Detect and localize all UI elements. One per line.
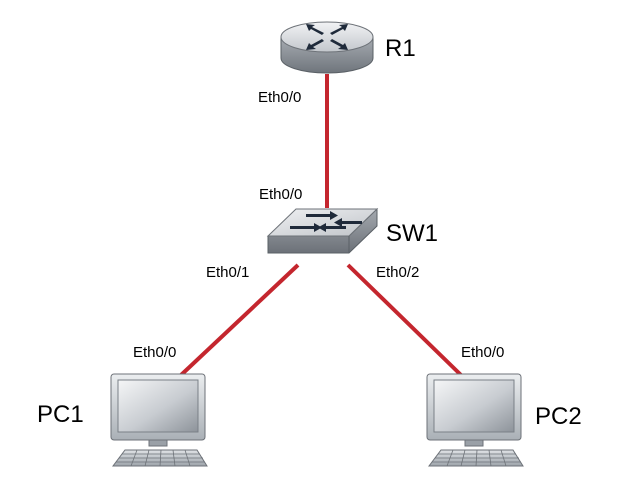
switch-label: SW1	[386, 220, 438, 247]
monitor-stand	[464, 439, 484, 447]
port-label-sw1-eth0-2: Eth0/2	[376, 264, 419, 281]
port-label-sw1-eth0-1: Eth0/1	[206, 264, 249, 281]
links-layer	[178, 74, 464, 378]
pc2-label: PC2	[535, 403, 582, 430]
switch-icon[interactable]	[266, 207, 379, 254]
port-label-sw1-eth0-0: Eth0/0	[259, 186, 302, 203]
link-sw1-pc2	[346, 263, 464, 378]
monitor-stand	[148, 439, 168, 447]
port-label-pc2-eth0-0: Eth0/0	[461, 344, 504, 361]
pc-icon[interactable]	[426, 373, 524, 467]
router-label: R1	[385, 35, 416, 62]
pc-icon[interactable]	[110, 373, 208, 467]
router-arrows-icon	[306, 24, 348, 50]
monitor-screen	[117, 379, 199, 433]
monitor-screen	[433, 379, 515, 433]
router-icon[interactable]	[280, 21, 374, 74]
pc1-label: PC1	[37, 401, 84, 428]
link-sw1-pc1	[178, 263, 300, 378]
port-label-r1-eth0-0: Eth0/0	[258, 89, 301, 106]
switch-arrows-icon	[290, 211, 362, 232]
port-label-pc1-eth0-0: Eth0/0	[133, 344, 176, 361]
